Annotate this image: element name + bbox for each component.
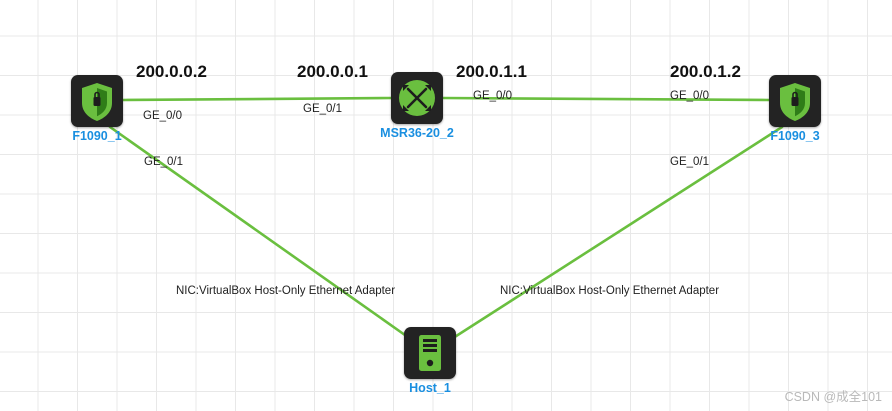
link-fw3-host[interactable]	[448, 125, 784, 342]
link-fw1-host[interactable]	[108, 125, 414, 342]
node-label-fw1: F1090_1	[72, 129, 122, 143]
ip-address-label-0: 200.0.0.2	[136, 62, 207, 81]
node-label-host: Host_1	[409, 381, 451, 395]
firewall-shield-icon	[780, 83, 810, 121]
link-rtr-fw3[interactable]	[441, 96, 771, 102]
firewall-shield-icon	[82, 83, 112, 121]
watermark: CSDN @成全101	[784, 390, 882, 404]
interface-label-3: GE_0/0	[670, 90, 709, 102]
ip-address-label-2: 200.0.1.1	[456, 62, 527, 81]
host-computer-icon	[419, 335, 441, 371]
interface-label-2: GE_0/0	[473, 90, 512, 102]
nic-label-0: NIC:VirtualBox Host-Only Ethernet Adapte…	[176, 285, 396, 297]
nic-label-1: NIC:VirtualBox Host-Only Ethernet Adapte…	[500, 285, 720, 297]
link-fw1-rtr[interactable]	[121, 96, 393, 102]
node-label-fw3: F1090_3	[770, 129, 820, 143]
interface-label-1: GE_0/1	[303, 103, 342, 115]
ip-address-label-3: 200.0.1.2	[670, 62, 741, 81]
node-label-rtr: MSR36-20_2	[380, 126, 454, 140]
interface-label-5: GE_0/1	[670, 156, 709, 168]
interface-label-4: GE_0/1	[144, 156, 183, 168]
interface-label-0: GE_0/0	[143, 110, 182, 122]
ip-address-label-1: 200.0.0.1	[297, 62, 368, 81]
router-icon	[399, 80, 435, 116]
